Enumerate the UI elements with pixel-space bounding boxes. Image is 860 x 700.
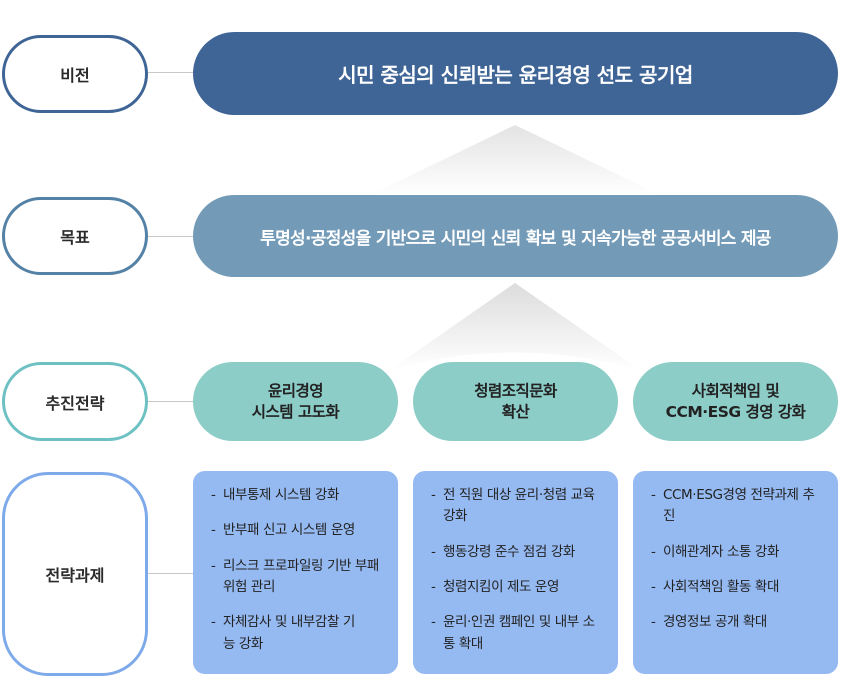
strategy-label-text: 추진전략 [45,393,105,413]
strategy-box-3: 사회적책임 및 CCM·ESG 경영 강화 [633,362,838,441]
strategy-box-1: 윤리경영 시스템 고도화 [193,362,398,441]
task-item: 윤리·인권 캠페인 및 내부 소통 확대 [429,612,608,655]
strategy-2-line2: 확산 [501,402,530,421]
strategy-label: 추진전략 [2,362,148,441]
strategy-3-line1: 사회적책임 및 [691,381,780,400]
arrow-lower [390,283,640,370]
vision-bar: 시민 중심의 신뢰받는 윤리경영 선도 공기업 [193,32,838,115]
tasks-label-text: 전략과제 [45,566,105,585]
goal-bar: 투명성·공정성을 기반으로 시민의 신뢰 확보 및 지속가능한 공공서비스 제공 [193,195,838,277]
task-item: 사회적책임 활동 확대 [649,577,828,599]
strategy-3-line2: CCM·ESG 경영 강화 [665,402,806,421]
vision-text: 시민 중심의 신뢰받는 윤리경영 선도 공기업 [338,63,693,87]
task-box-3: CCM·ESG경영 전략과제 추진 이해관계자 소통 강화 사회적책임 활동 확… [633,471,838,674]
tasks-label: 전략과제 [2,472,148,676]
task-item: 이해관계자 소통 강화 [649,542,828,564]
goal-connector [148,236,194,237]
task-item: 행동강령 준수 점검 강화 [429,542,608,564]
strategy-1-line2: 시스템 고도화 [251,402,340,421]
tasks-connector [148,573,194,574]
strategy-2-line1: 청렴조직문화 [474,381,557,400]
strategy-1-line1: 윤리경영 [267,381,324,400]
task-item: 전 직원 대상 윤리·청렴 교육 강화 [429,485,608,528]
vision-label: 비전 [2,35,148,113]
task-box-2: 전 직원 대상 윤리·청렴 교육 강화 행동강령 준수 점검 강화 청렴지킴이 … [413,471,618,674]
vision-label-text: 비전 [60,66,90,85]
goal-text: 투명성·공정성을 기반으로 시민의 신뢰 확보 및 지속가능한 공공서비스 제공 [260,228,771,249]
task-item: 경영정보 공개 확대 [649,612,828,634]
task-item: 청렴지킴이 제도 운영 [429,577,608,599]
vision-connector [148,72,194,73]
goal-label-text: 목표 [60,228,90,247]
task-item: 자체감사 및 내부감찰 기능 강화 [209,612,388,655]
task-item: CCM·ESG경영 전략과제 추진 [649,485,828,528]
task-list-2: 전 직원 대상 윤리·청렴 교육 강화 행동강령 준수 점검 강화 청렴지킴이 … [429,485,608,655]
task-item: 리스크 프로파일링 기반 부패위험 관리 [209,556,388,599]
arrow-upper [370,125,660,195]
strategy-box-2: 청렴조직문화 확산 [413,362,618,441]
task-item: 반부패 신고 시스템 운영 [209,520,388,542]
strategy-connector [148,401,194,402]
task-item: 내부통제 시스템 강화 [209,485,388,507]
task-list-1: 내부통제 시스템 강화 반부패 신고 시스템 운영 리스크 프로파일링 기반 부… [209,485,388,655]
task-box-1: 내부통제 시스템 강화 반부패 신고 시스템 운영 리스크 프로파일링 기반 부… [193,471,398,674]
task-list-3: CCM·ESG경영 전략과제 추진 이해관계자 소통 강화 사회적책임 활동 확… [649,485,828,634]
goal-label: 목표 [2,197,148,275]
